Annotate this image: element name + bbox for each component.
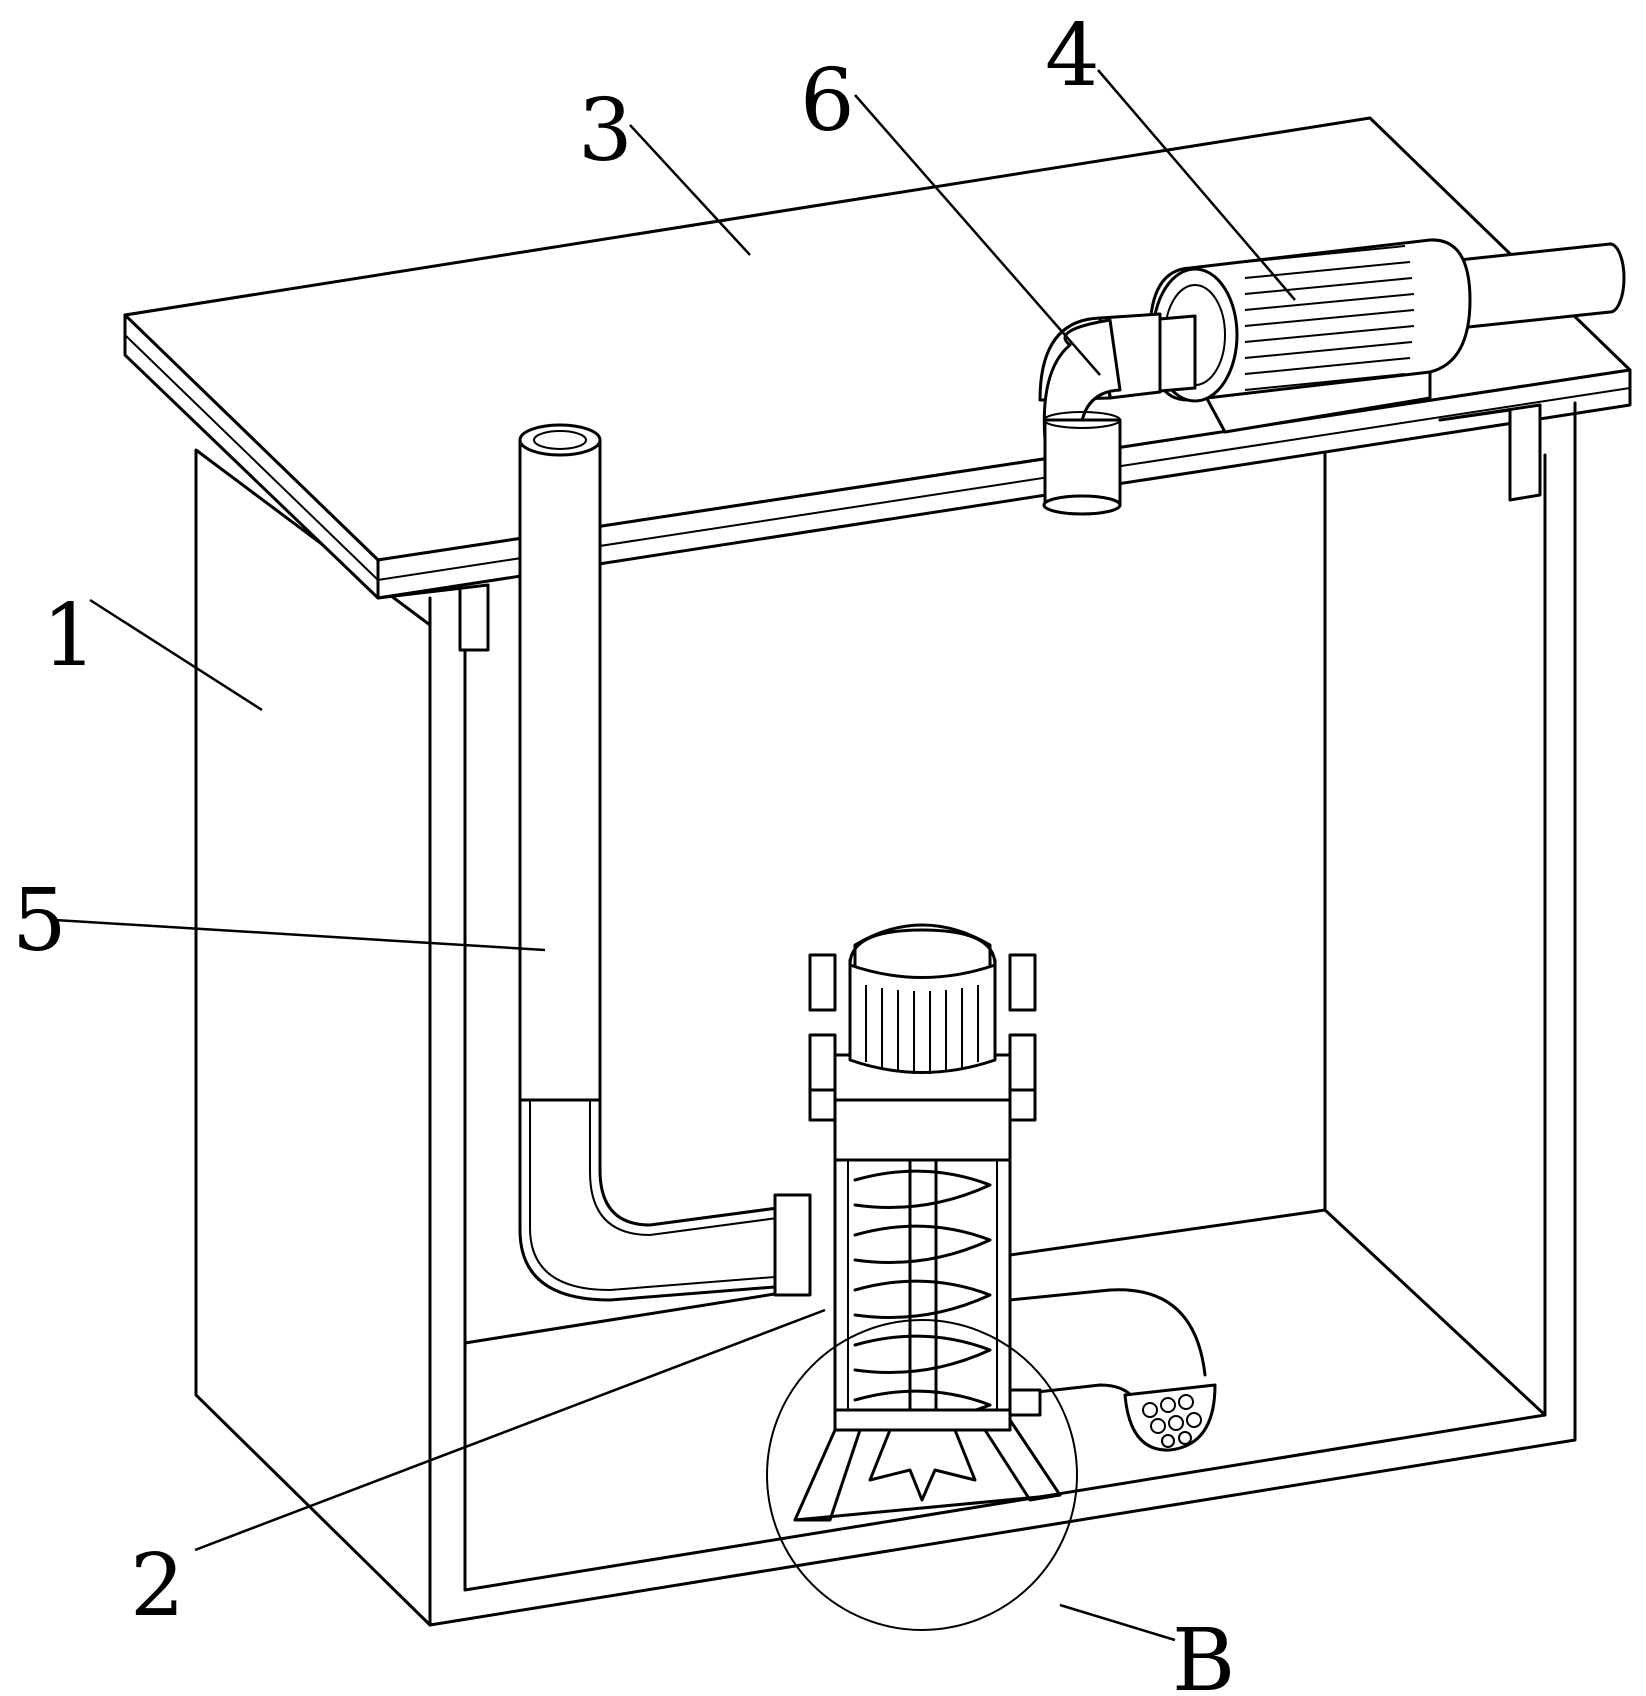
label-6: 6 [800,51,855,151]
lid-bracket-right [1438,403,1542,502]
down-pipe-bend-wall [529,1100,801,1292]
leader-2 [194,1308,826,1552]
tank-left-face [194,448,432,1627]
tank-floor-right [1323,1208,1547,1417]
tank [194,398,1577,1627]
blower-fins [1244,245,1415,391]
strainer-holes [1142,1394,1202,1448]
helical-flights [853,1169,992,1425]
pump-base-flange [833,1408,1012,1432]
leader-4 [1097,69,1296,301]
down-pipe-mouth-inner [533,430,587,450]
elbow-pipe [1038,312,1162,516]
lid-bracket-left [376,583,490,652]
pump-motor-fins [865,985,979,1074]
mount-bolt-left-low [808,1088,837,1122]
motor-guard [853,923,992,967]
pipe-flange [773,1193,812,1297]
impeller-blades [868,1428,977,1502]
return-pipe-outer [1008,1288,1207,1377]
label-5: 5 [12,871,67,971]
label-1: 1 [42,586,97,686]
mount-bolt-left-up [808,953,837,1012]
return-pipe-flange [1008,1388,1042,1417]
tank-front-outer [428,438,1577,1627]
leader-5 [54,918,546,952]
label-b: B [1172,1611,1235,1696]
down-pipe [518,423,812,1302]
elbow-collar [1043,411,1121,429]
leader-lines [54,69,1296,1642]
pump-foot-plate [793,1493,1062,1522]
blower-outlet-pipe [1438,242,1626,332]
label-2: 2 [130,1536,185,1636]
mount-bolt-right-up [1008,953,1037,1012]
mount-bolt-right [1008,1033,1037,1092]
down-pipe-body [518,438,602,1102]
leader-1 [89,598,263,712]
support-leg-left [793,1428,862,1522]
label-3: 3 [578,81,633,181]
elbow-outlet [1042,494,1122,516]
leader-6 [854,94,1101,376]
leader-b [1059,1603,1176,1642]
support-leg-right [983,1418,1062,1502]
tank-floor-back-right [1008,1208,1327,1257]
part-labels: 1 2 3 4 5 6 B [12,6,1235,1696]
mount-bolt-right-low [1008,1088,1037,1122]
leader-3 [629,124,751,256]
down-pipe-bend-inner [598,1098,802,1227]
detail-circle-b [766,1319,1078,1631]
elbow-vertical [1043,418,1122,507]
down-pipe-bend-outer [518,1098,802,1302]
lid-layer-line [124,334,379,581]
screw-pump [793,923,1217,1522]
pump-motor [848,958,997,1074]
lid [123,116,1632,652]
elbow-curve [1042,318,1122,442]
down-pipe-mouth [518,423,602,457]
tank-front-inner [463,453,1547,1592]
tank-floor-back [463,1288,802,1345]
label-4: 4 [1045,6,1100,106]
pump-upper-housing [833,1098,1012,1162]
down-pipe-bend-wall-inner [589,1100,801,1237]
mount-bolt-left [808,1033,837,1092]
